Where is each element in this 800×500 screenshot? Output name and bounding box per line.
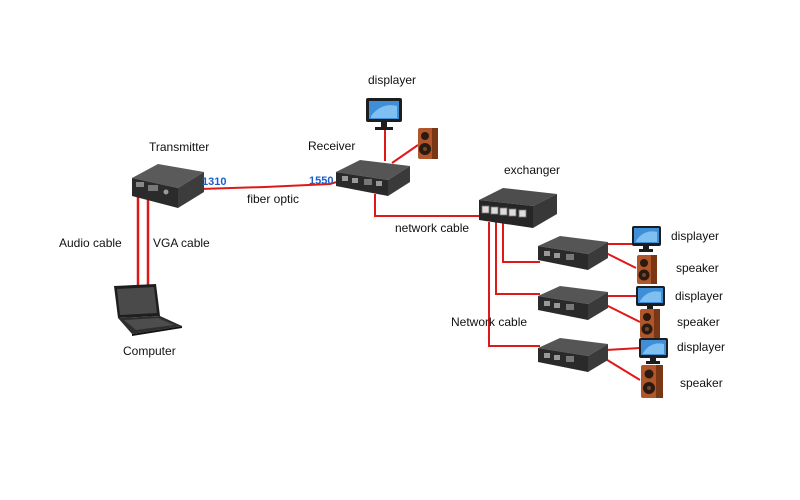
speaker-icon — [637, 255, 657, 284]
laptop-icon — [114, 284, 182, 336]
receiver-2-to-speaker-cable — [603, 303, 641, 323]
speaker-icon — [641, 365, 663, 398]
speaker-label: speaker — [676, 261, 719, 275]
speaker-icon — [640, 309, 660, 338]
transmitter-label: Transmitter — [149, 140, 210, 154]
computer-label: Computer — [123, 344, 176, 358]
fiber-optic-cable — [199, 180, 341, 190]
monitor-icon — [639, 338, 668, 364]
receiver-to-speaker-cable — [391, 144, 419, 164]
speaker-icon — [418, 128, 438, 159]
speaker-label: speaker — [677, 315, 720, 329]
network-cable-switch-to-receiver-1 — [502, 222, 540, 263]
audio-cable-label: Audio cable — [59, 236, 122, 250]
network-cable-label: Network cable — [451, 315, 528, 329]
receiver-device-icon — [538, 338, 608, 372]
receiver-1-to-speaker-cable — [603, 251, 637, 269]
switch-device-icon — [479, 188, 557, 228]
transmitter-device-icon — [132, 164, 204, 208]
monitor-icon — [632, 226, 661, 252]
displayer-label: displayer — [368, 73, 417, 87]
speaker-label: speaker — [680, 376, 723, 390]
wavelength-1310-label: 1310 — [202, 176, 227, 188]
network-cable-switch-to-receiver-2 — [495, 222, 540, 295]
receiver-device-icon — [538, 236, 608, 270]
receiver-3-to-monitor-cable — [605, 347, 641, 351]
monitor-icon — [366, 98, 402, 130]
displayer-label: displayer — [677, 340, 726, 354]
receiver-device-icon — [538, 286, 608, 320]
fiber-optic-label: fiber optic — [247, 192, 300, 206]
monitor-icon — [636, 286, 665, 312]
receiver-label: Receiver — [308, 139, 356, 153]
network-cable-label: network cable — [395, 221, 470, 235]
receiver-device-icon — [336, 160, 410, 196]
receiver-3-to-speaker-cable — [603, 357, 641, 381]
exchanger-label: exchanger — [504, 163, 561, 177]
displayer-label: displayer — [671, 229, 720, 243]
network-cable-switch-to-receiver-3 — [488, 222, 540, 347]
vga-cable-label: VGA cable — [153, 236, 210, 250]
displayer-label: displayer — [675, 289, 724, 303]
wavelength-1550-label: 1550 — [309, 175, 334, 187]
